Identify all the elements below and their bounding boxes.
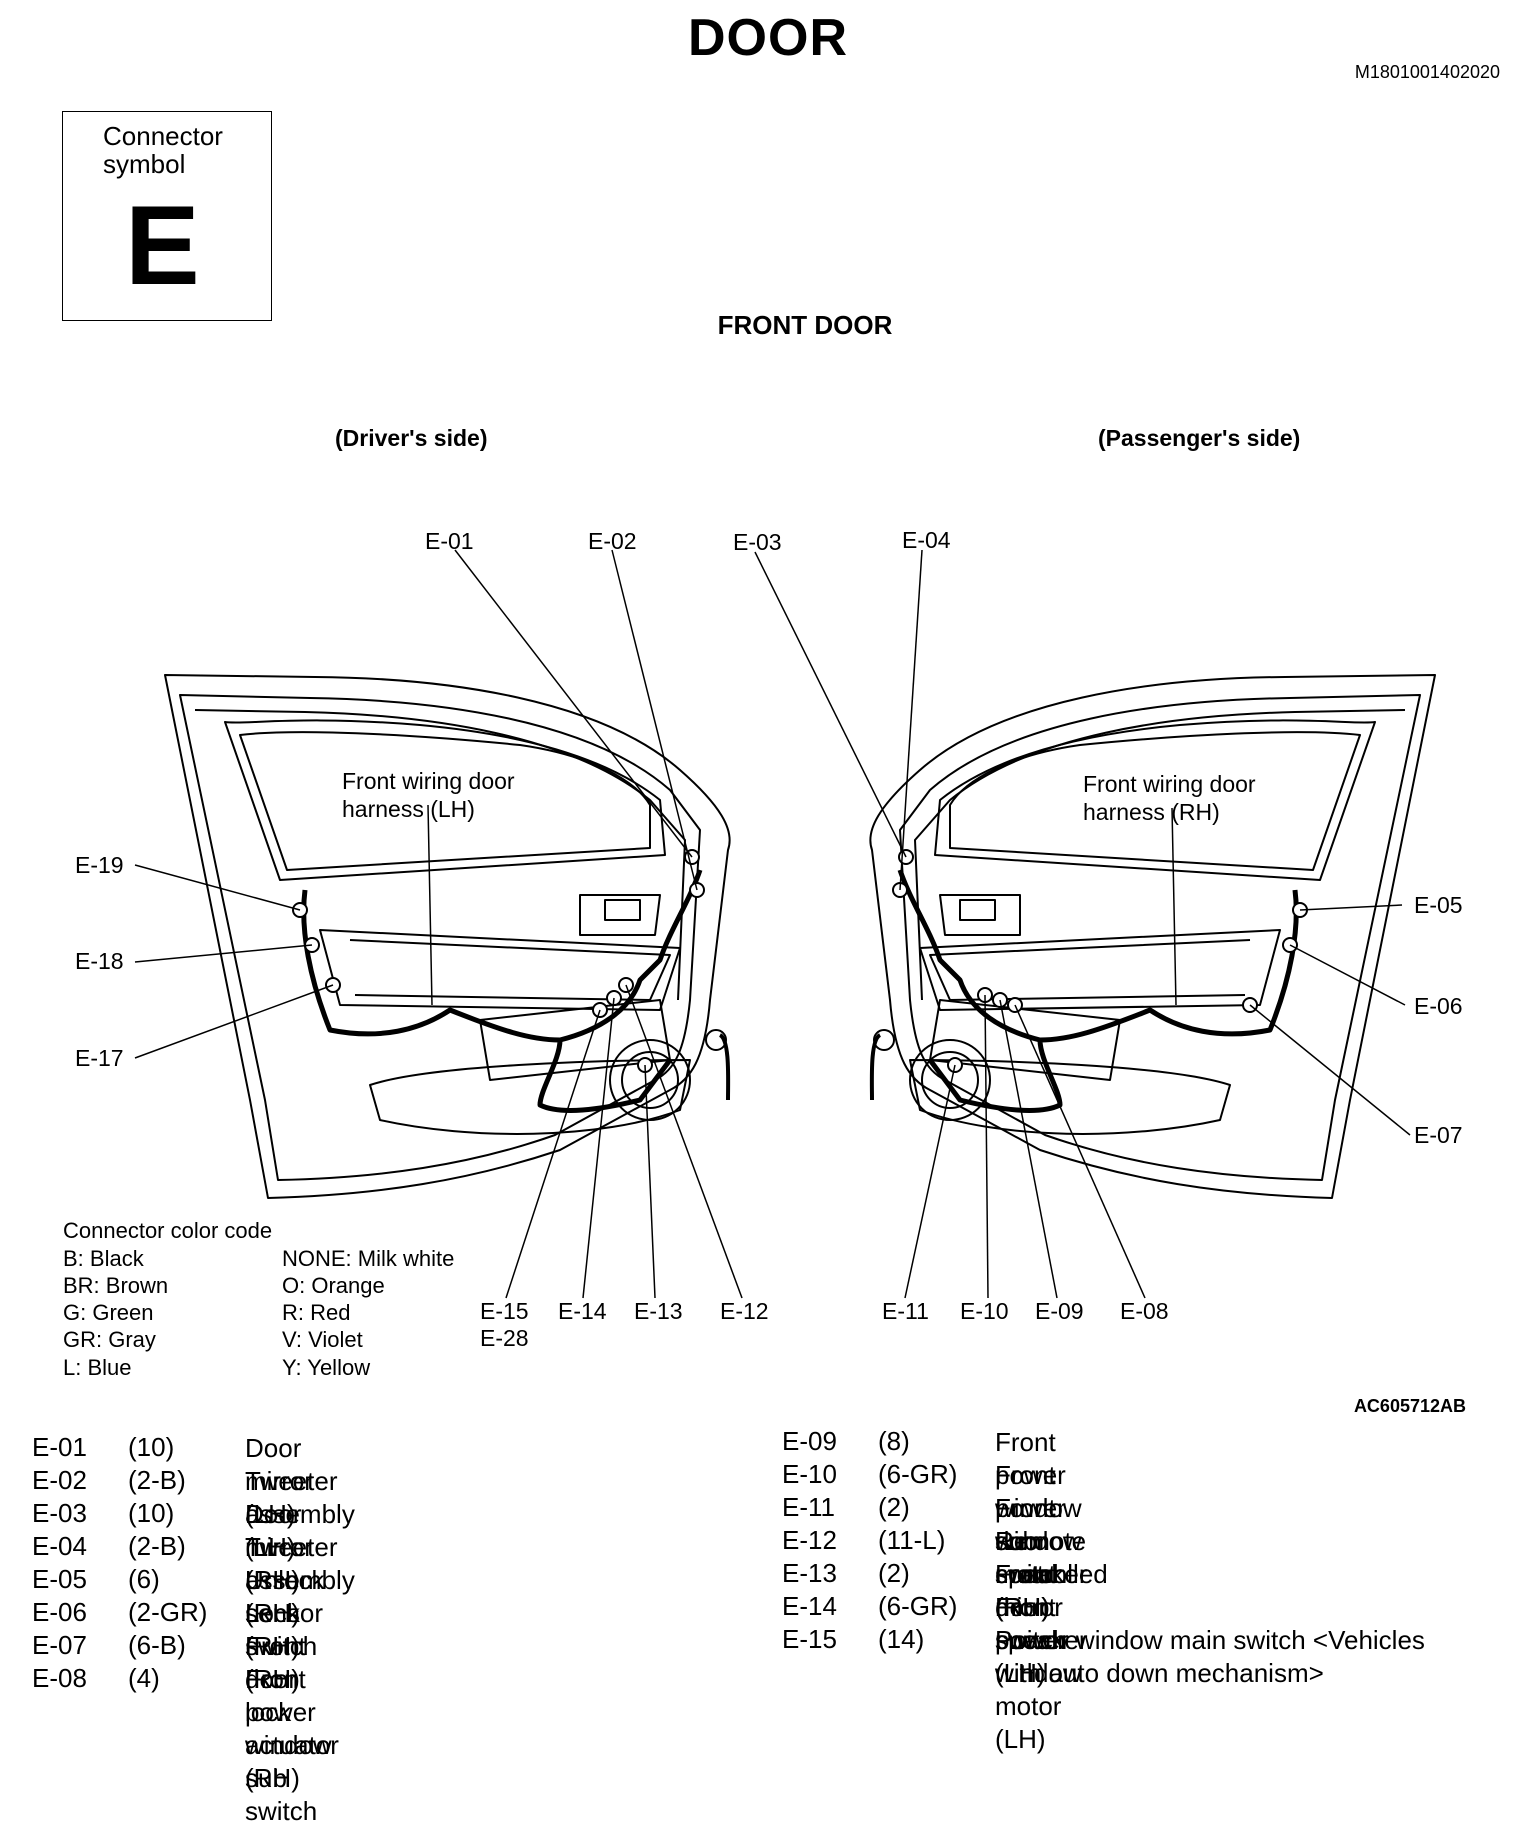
passenger-harness-wire [897,869,1299,1113]
callout-e03: E-03 [733,529,782,555]
color-code-title: Connector color code [63,1218,273,1243]
driver-harness-wire [301,869,703,1113]
passenger-side-label: (Passenger's side) [1098,425,1301,451]
color-code-item: G: Green [63,1300,154,1325]
callout-e02: E-02 [588,528,637,554]
callout-e05: E-05 [1414,892,1463,918]
connector-symbol-label: Connector symbol [103,121,223,179]
color-code-item: BR: Brown [63,1273,169,1298]
harness-label-lh: Front wiring door harness (LH) [342,768,515,822]
color-code-item: B: Black [63,1246,144,1271]
connector-markers [292,849,1308,1073]
color-code-item: R: Red [282,1300,351,1325]
color-code-item: L: Blue [63,1355,132,1380]
callout-e11: E-11 [882,1298,929,1324]
callout-e14: E-14 [558,1298,607,1324]
color-code-item: GR: Gray [63,1327,156,1352]
callout-e19: E-19 [75,852,124,878]
page-title: DOOR [688,9,848,67]
connector-symbol-letter: E [125,183,200,308]
color-code-item: O: Orange [282,1273,385,1298]
color-code-item: NONE: Milk white [282,1246,455,1271]
callout-e17: E-17 [75,1045,124,1071]
callout-e06: E-06 [1414,993,1463,1019]
document-id: M1801001402020 [1354,62,1500,82]
diagram-subtitle: FRONT DOOR [717,310,893,340]
driver-door-outline [164,674,731,1199]
callout-e04: E-04 [902,527,951,553]
callout-e28: E-28 [480,1325,529,1351]
callout-e07: E-07 [1414,1122,1463,1148]
callout-e13: E-13 [634,1298,683,1324]
callout-leader-lines [134,549,1411,1299]
figure-id: AC605712AB [1353,1396,1466,1416]
callout-e18: E-18 [75,948,124,974]
callout-e12: E-12 [720,1298,769,1324]
callout-e15: E-15 [480,1298,529,1324]
color-code-item: Y: Yellow [282,1355,371,1380]
callout-e09: E-09 [1035,1298,1084,1324]
passenger-door-outline [869,674,1436,1199]
callout-e10: E-10 [960,1298,1009,1324]
harness-label-rh: Front wiring door harness (RH) [1083,771,1256,825]
door-wiring-diagram [134,549,1436,1299]
callout-e01: E-01 [425,528,474,554]
driver-side-label: (Driver's side) [335,425,488,451]
color-code-item: V: Violet [282,1327,363,1352]
connector-symbol-box: Connector symbol E [62,111,272,321]
callout-e08: E-08 [1120,1298,1169,1324]
